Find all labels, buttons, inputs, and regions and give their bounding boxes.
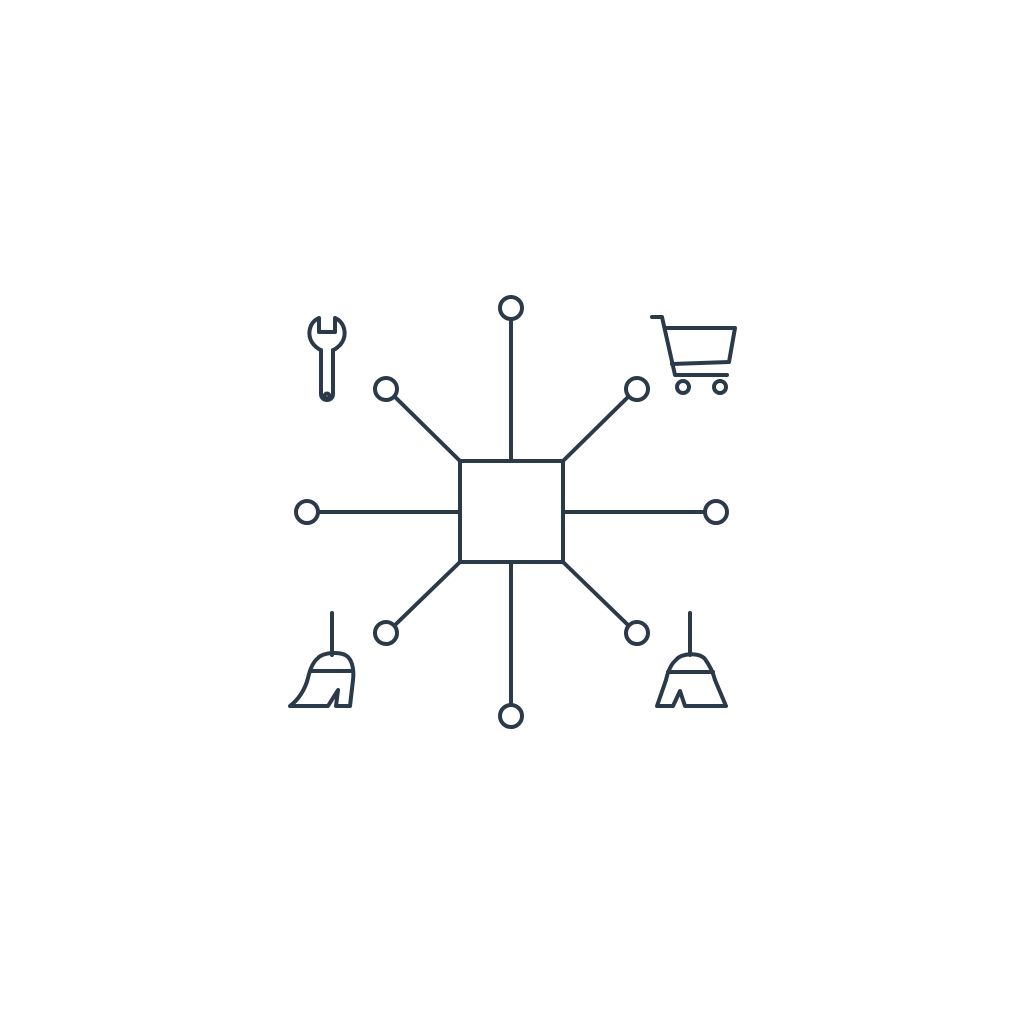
spoke-east-endpoint: [703, 499, 729, 525]
spoke-west-endpoint: [294, 499, 320, 525]
wrench-icon: [307, 316, 347, 402]
spoke-west: [294, 499, 462, 525]
spoke-northeast-endpoint: [624, 376, 650, 402]
broom-icon: [288, 611, 356, 708]
spoke-south: [498, 560, 524, 729]
spoke-south-endpoint: [498, 703, 524, 729]
spoke-northeast: [561, 376, 650, 463]
spoke-northwest-endpoint: [373, 376, 399, 402]
shopping-cart-icon: [650, 315, 737, 395]
spoke-southeast-endpoint: [624, 620, 650, 646]
spoke-north: [498, 295, 524, 463]
spoke-southwest: [373, 560, 462, 646]
spoke-southwest-endpoint: [373, 620, 399, 646]
spoke-north-endpoint: [498, 295, 524, 321]
broom-icon: [655, 611, 728, 708]
spoke-northwest: [373, 376, 462, 463]
spoke-east: [561, 499, 729, 525]
spoke-southeast: [561, 560, 650, 646]
